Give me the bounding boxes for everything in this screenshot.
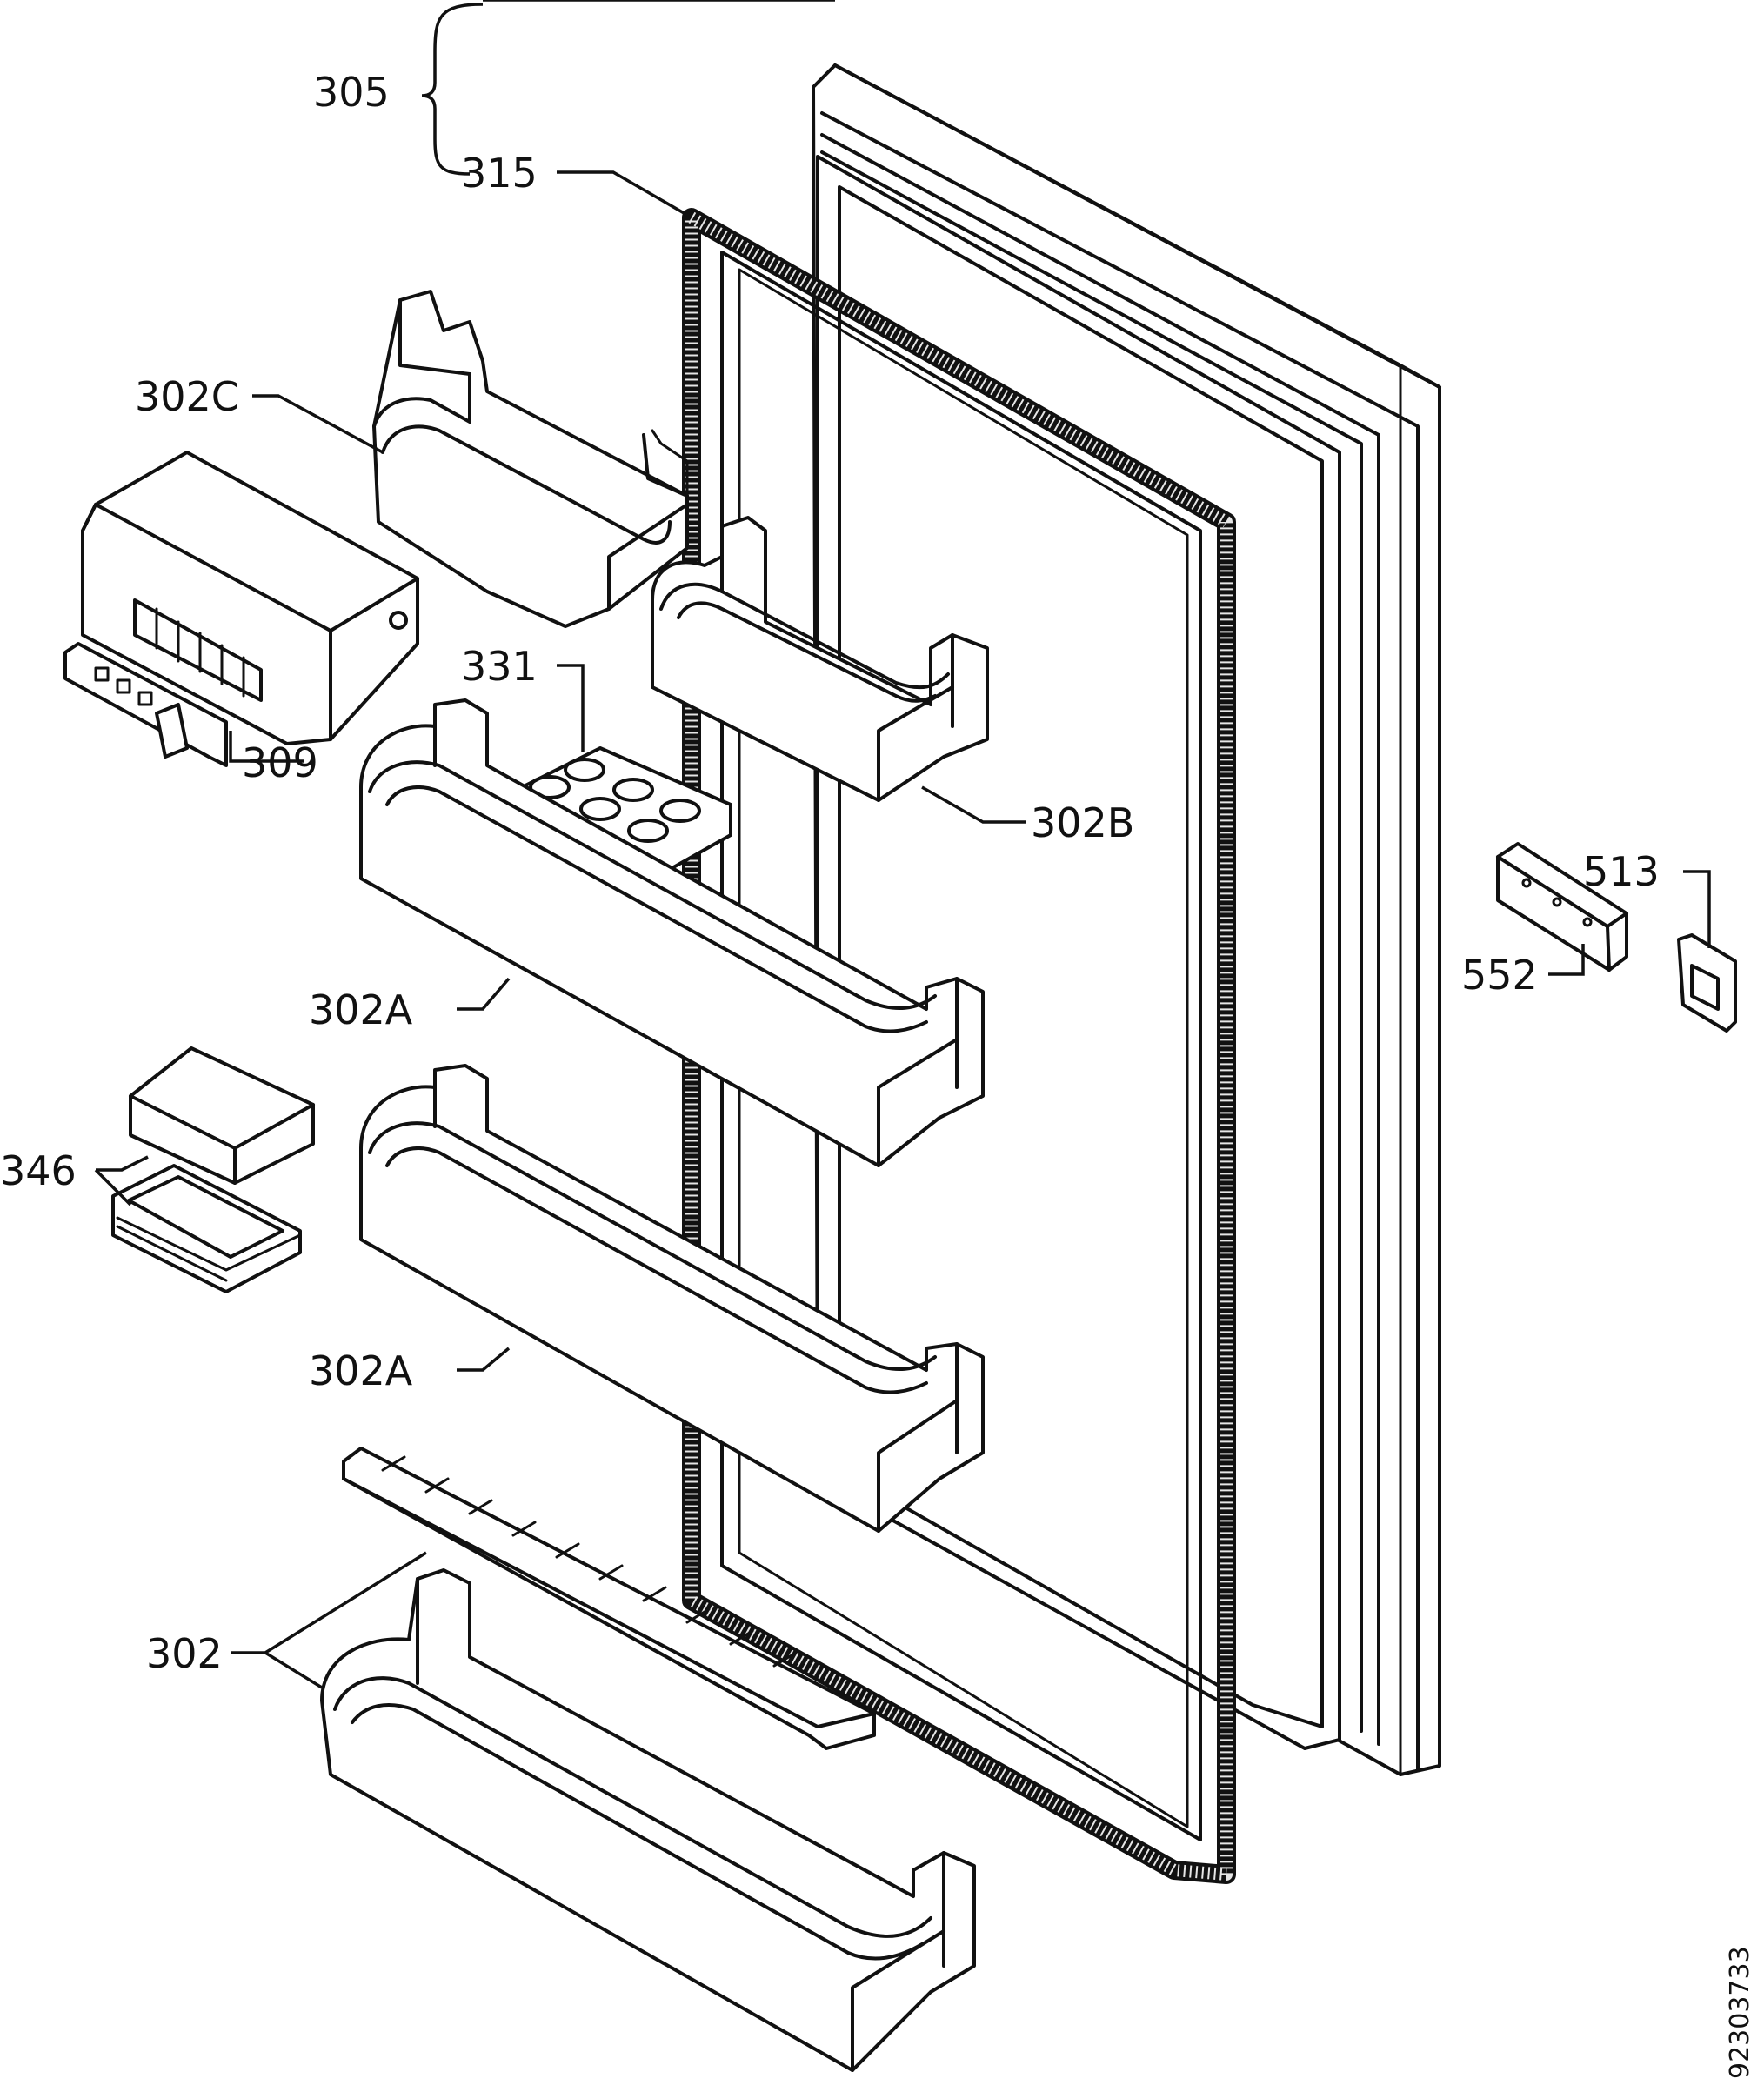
callout-302: 302 [146,1630,223,1677]
callout-302a-lower: 302A [309,1347,413,1394]
hinge-bracket [1677,933,1737,1033]
dairy-compartment [63,451,419,767]
callout-305: 305 [313,69,390,116]
callout-315: 315 [461,150,538,197]
hinge-plate [1496,842,1628,972]
callout-513: 513 [1583,848,1660,895]
door-shelf-302-bottom [320,1568,976,2072]
callout-302b: 302B [1031,799,1134,846]
leader-lines [94,0,1711,1689]
callout-331: 331 [461,643,538,690]
door-shelf-302a-lower [359,1064,985,1533]
butter-box [111,1046,315,1293]
callout-302a-upper: 302A [309,986,413,1033]
drawing-number: 92303733 [1725,1946,1755,2079]
callout-552: 552 [1461,952,1538,999]
callout-309: 309 [242,739,318,786]
callout-brace [421,3,484,176]
callout-302c: 302C [135,373,239,420]
bottle-rail [342,1447,876,1750]
door-shelf-302b [651,516,989,802]
door-shelf-302a-upper [359,698,985,1167]
callout-346: 346 [0,1147,77,1194]
door-shelf-302c [372,290,689,628]
